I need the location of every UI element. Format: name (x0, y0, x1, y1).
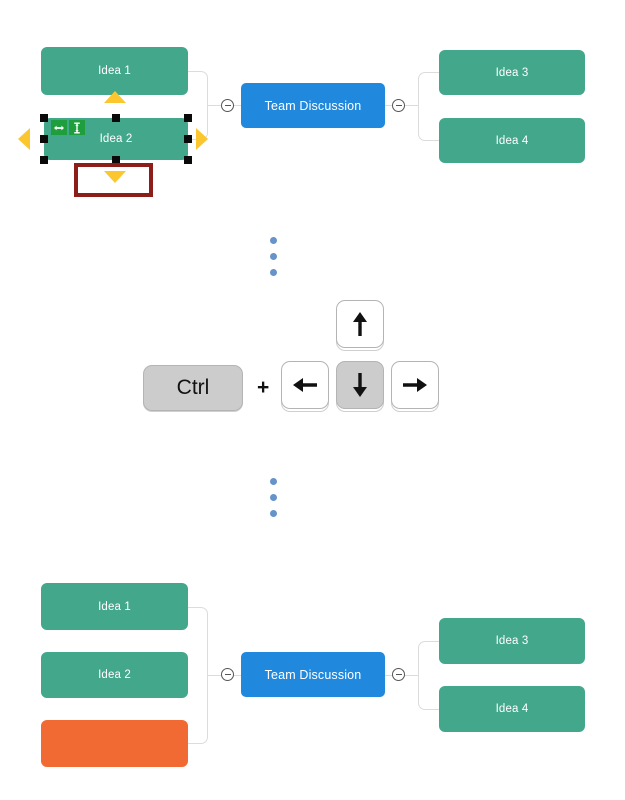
selection-handle-ne[interactable] (184, 114, 192, 122)
center-right-stem-bottom (385, 675, 393, 677)
nav-arrow-right-icon[interactable] (196, 128, 208, 150)
node-idea-3-bottom[interactable]: Idea 3 (439, 618, 585, 664)
nav-arrow-down-icon[interactable] (104, 171, 126, 183)
ellipsis-separator-top (270, 237, 277, 276)
nav-arrow-left-icon[interactable] (18, 128, 30, 150)
selection-handle-n[interactable] (112, 114, 120, 122)
ctrl-key-label: Ctrl (176, 376, 210, 399)
node-team-discussion-bottom[interactable]: Team Discussion (241, 652, 385, 697)
arrow-down-key[interactable] (336, 361, 384, 409)
arrow-right-key[interactable] (391, 361, 439, 409)
selection-handle-se[interactable] (184, 156, 192, 164)
resize-horizontal-icon[interactable] (51, 120, 67, 135)
arrow-left-icon (293, 378, 317, 392)
selection-handle-e[interactable] (184, 135, 192, 143)
node-idea-2-bottom[interactable]: Idea 2 (41, 652, 188, 698)
arrow-right-icon (403, 378, 427, 392)
highlight-rectangle-down-arrow (74, 163, 153, 197)
arrow-left-key[interactable] (281, 361, 329, 409)
ctrl-key[interactable]: Ctrl (143, 365, 243, 411)
node-idea-3-top[interactable]: Idea 3 (439, 50, 585, 95)
plus-sign: + (257, 376, 270, 399)
ellipsis-dot (270, 478, 277, 485)
collapse-button-right-top[interactable] (392, 99, 405, 112)
left-center-stem-bottom (234, 675, 242, 677)
right-branch-stem-top (405, 105, 418, 107)
collapse-button-left-top[interactable] (221, 99, 234, 112)
arrow-down-icon (353, 373, 367, 397)
left-center-stem-top (234, 105, 242, 107)
node-team-discussion-top[interactable]: Team Discussion (241, 83, 385, 128)
ellipsis-dot (270, 253, 277, 260)
ellipsis-dot (270, 510, 277, 517)
collapse-button-right-bottom[interactable] (392, 668, 405, 681)
nav-arrow-up-icon[interactable] (104, 91, 126, 103)
ellipsis-separator-bottom (270, 478, 277, 517)
selection-handle-w[interactable] (40, 135, 48, 143)
node-idea-1-bottom[interactable]: Idea 1 (41, 583, 188, 630)
arrow-up-key[interactable] (336, 300, 384, 348)
ellipsis-dot (270, 494, 277, 501)
arrow-up-icon (353, 312, 367, 336)
right-branch-bracket-bottom (418, 641, 439, 710)
collapse-button-left-bottom[interactable] (221, 668, 234, 681)
resize-vertical-icon[interactable] (69, 120, 85, 135)
node-idea-2-top-selected[interactable]: Idea 2 (44, 118, 188, 160)
center-right-stem-top (385, 105, 393, 107)
node-idea-4-bottom[interactable]: Idea 4 (439, 686, 585, 732)
node-new-empty-bottom[interactable] (41, 720, 188, 767)
ellipsis-dot (270, 237, 277, 244)
selection-handle-nw[interactable] (40, 114, 48, 122)
left-branch-stem-top (208, 105, 221, 107)
right-branch-bracket-top (418, 72, 439, 141)
left-branch-stem-bottom (208, 675, 221, 677)
ellipsis-dot (270, 269, 277, 276)
selection-handle-sw[interactable] (40, 156, 48, 164)
selection-handle-s[interactable] (112, 156, 120, 164)
right-branch-stem-bottom (405, 675, 418, 677)
left-branch-bracket-bottom (188, 607, 208, 744)
node-idea-4-top[interactable]: Idea 4 (439, 118, 585, 163)
node-idea-1-top[interactable]: Idea 1 (41, 47, 188, 95)
